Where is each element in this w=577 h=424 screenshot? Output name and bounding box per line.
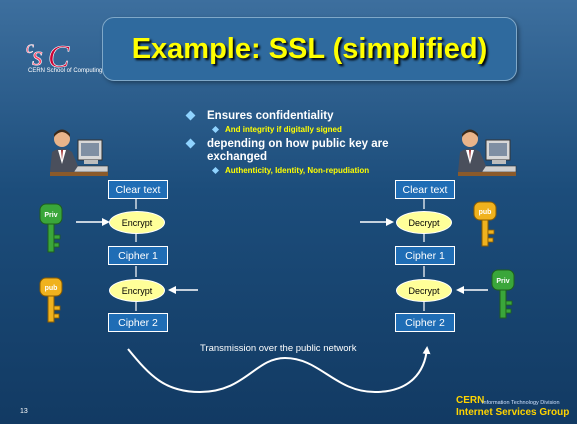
logo-subtitle: CERN School of Computing bbox=[28, 68, 103, 74]
sender-encrypt-step-2: Encrypt bbox=[109, 279, 165, 302]
page-number: 13 bbox=[20, 408, 28, 415]
receiver-cipher-2-box: Cipher 2 bbox=[395, 313, 455, 332]
csc-logo-mark-icon: s C c bbox=[26, 37, 71, 75]
group-label: Internet Services Group bbox=[456, 407, 570, 418]
sub-bullet-text: Authenticity, Identity, Non-repudiation bbox=[225, 166, 370, 175]
cern-label: CERN bbox=[456, 395, 485, 406]
sub-bullet-integrity: And integrity if digitally signed bbox=[177, 125, 407, 134]
key-label: Priv bbox=[44, 212, 57, 219]
receiver-clear-text-box: Clear text bbox=[395, 180, 455, 199]
title-bar: Example: SSL (simplified) bbox=[102, 17, 517, 81]
receiver-decrypt-step-2: Decrypt bbox=[396, 279, 452, 302]
sender-public-key-icon: pub bbox=[38, 276, 64, 324]
receiver-private-key-icon: Priv bbox=[490, 268, 516, 322]
transmission-label: Transmission over the public network bbox=[200, 343, 357, 354]
sender-private-key-icon: Priv bbox=[38, 202, 64, 256]
cern-footer-logo: CERN Information Technology Division Int… bbox=[452, 395, 572, 420]
receiver-public-key-icon: pub bbox=[472, 200, 498, 248]
bullet-list: Ensures confidentiality And integrity if… bbox=[177, 110, 407, 179]
svg-text:s: s bbox=[32, 41, 43, 71]
bullet-confidentiality: Ensures confidentiality bbox=[177, 110, 407, 123]
csc-logo: s C c CERN School of Computing bbox=[26, 37, 103, 81]
sub-bullet-authenticity: Authenticity, Identity, Non-repudiation bbox=[177, 166, 407, 175]
sender-cipher-1-box: Cipher 1 bbox=[108, 246, 168, 265]
sender-clear-text-box: Clear text bbox=[108, 180, 168, 199]
slide-title: Example: SSL (simplified) bbox=[131, 32, 488, 65]
receiver-person-icon bbox=[458, 129, 517, 176]
svg-text:C: C bbox=[48, 38, 70, 71]
sub-bullet-text: And integrity if digitally signed bbox=[225, 125, 342, 134]
sender-person-icon bbox=[50, 129, 109, 176]
sender-encrypt-step-1: Encrypt bbox=[109, 211, 165, 234]
bullet-text: Ensures confidentiality bbox=[207, 110, 334, 122]
division-label: Information Technology Division bbox=[482, 400, 560, 406]
svg-text:c: c bbox=[26, 37, 34, 57]
key-label: Priv bbox=[496, 278, 509, 285]
bullet-key-exchange: depending on how public key are exchange… bbox=[177, 138, 407, 164]
transmission-curve bbox=[127, 346, 431, 394]
sender-cipher-2-box: Cipher 2 bbox=[108, 313, 168, 332]
receiver-cipher-1-box: Cipher 1 bbox=[395, 246, 455, 265]
receiver-decrypt-step-1: Decrypt bbox=[396, 211, 452, 234]
key-label: pub bbox=[479, 209, 492, 216]
bullet-text: depending on how public key are exchange… bbox=[207, 138, 389, 163]
key-label: pub bbox=[45, 285, 58, 292]
